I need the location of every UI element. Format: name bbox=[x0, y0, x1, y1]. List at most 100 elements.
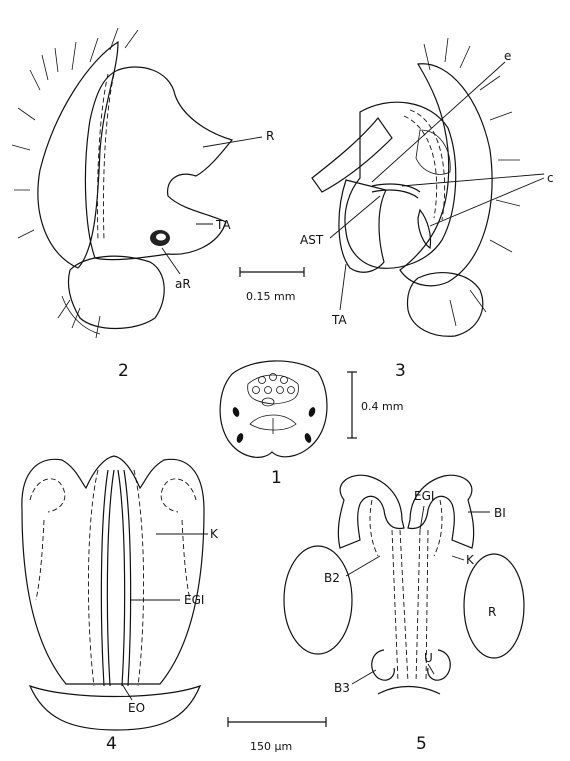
figure-4: K EGI EO 4 bbox=[21, 455, 219, 754]
fig5-duct-1 bbox=[399, 529, 409, 683]
fig5-label-B2: B2 bbox=[324, 571, 340, 585]
fig5-U-structure bbox=[427, 649, 451, 681]
fig4-dash-l bbox=[35, 519, 45, 601]
fig5-duct-2 bbox=[391, 529, 399, 683]
fig3-bulb bbox=[344, 101, 457, 269]
fig5-label-U: U bbox=[424, 651, 433, 665]
fig3-setae bbox=[423, 37, 521, 327]
fig1-eye bbox=[258, 376, 266, 384]
fig2-apophysis-aR-hole bbox=[156, 233, 166, 241]
fig1-eye bbox=[261, 397, 275, 407]
fig5-leader-U bbox=[427, 663, 435, 675]
fig3-label-TA: TA bbox=[331, 313, 347, 327]
fig4-dash-duct-r bbox=[133, 469, 145, 687]
fig5-label-EGI: EGI bbox=[414, 489, 434, 503]
fig4-lobe-left bbox=[29, 478, 66, 513]
fig3-duct-2 bbox=[403, 115, 438, 219]
fig3-leader-c2 bbox=[429, 177, 545, 227]
fig4-duct-r2 bbox=[123, 469, 132, 687]
fig5-leader-EGI bbox=[419, 505, 425, 531]
scale-bar-fig2-3: 0.15 mm bbox=[239, 267, 305, 303]
fig3-label-e: e bbox=[504, 49, 511, 63]
fig1-eye bbox=[276, 386, 284, 394]
fig1-eye bbox=[280, 376, 288, 384]
fig5-loop-right bbox=[407, 474, 475, 549]
figure-1: 1 bbox=[219, 360, 328, 488]
fig4-label-K: K bbox=[210, 527, 219, 541]
fig2-label-aR: aR bbox=[175, 277, 191, 291]
scale-label-150um: 150 µm bbox=[250, 740, 292, 753]
fig5-leader-B2 bbox=[345, 555, 381, 577]
fig5-spermatheca-R bbox=[463, 553, 525, 659]
figure-5: EGI BI B2 K R B3 U 5 bbox=[283, 474, 525, 754]
fig2-leader-aR bbox=[161, 247, 181, 275]
fig2-leader-R bbox=[202, 136, 263, 148]
fig1-eye-region bbox=[247, 374, 299, 405]
scale-label-015mm: 0.15 mm bbox=[246, 290, 295, 303]
fig1-carapace bbox=[219, 360, 328, 458]
fig5-label-R: R bbox=[488, 605, 496, 619]
fig4-label-EO: EO bbox=[128, 701, 145, 715]
fig4-lobe-right bbox=[160, 478, 197, 513]
fig1-eye bbox=[287, 386, 295, 394]
fig4-duct-l1 bbox=[100, 469, 109, 687]
fig5-duct-3 bbox=[415, 529, 421, 683]
fig4-duct-l2 bbox=[106, 469, 115, 687]
scale-bar-fig1: 0.4 mm bbox=[347, 371, 403, 439]
fig5-dash-r bbox=[433, 499, 443, 557]
fig2-number: 2 bbox=[118, 361, 129, 381]
fig4-label-EGI: EGI bbox=[184, 593, 204, 607]
fig3-process-R bbox=[311, 117, 393, 193]
fig4-plate bbox=[28, 684, 202, 731]
fig3-leader-TA bbox=[339, 263, 347, 311]
fig3-label-c: c bbox=[547, 171, 554, 185]
fig5-label-BI: BI bbox=[494, 506, 506, 520]
fig4-duct-r1 bbox=[117, 469, 126, 687]
fig4-dash-duct-l bbox=[87, 469, 99, 687]
fig4-number: 4 bbox=[106, 734, 117, 754]
fig5-base bbox=[377, 685, 441, 695]
fig3-duct bbox=[409, 109, 446, 221]
fig1-spot bbox=[308, 407, 316, 417]
fig2-cymbium bbox=[37, 40, 119, 269]
fig5-leader-B3 bbox=[351, 669, 377, 685]
fig2-label-TA: TA bbox=[215, 218, 231, 232]
figure-2: R TA aR 2 bbox=[11, 27, 274, 381]
fig3-conductor bbox=[371, 183, 421, 193]
fig3-conductor-2 bbox=[371, 189, 419, 199]
fig2-tibia bbox=[67, 255, 165, 330]
fig1-eye bbox=[252, 386, 260, 394]
fig4-dash-r bbox=[181, 519, 191, 601]
fig5-number: 5 bbox=[416, 734, 427, 754]
fig5-leader-K bbox=[451, 555, 465, 561]
fig1-spot bbox=[236, 433, 244, 443]
fig3-tegular-apophysis bbox=[338, 179, 387, 273]
fig3-label-AST: AST bbox=[300, 233, 324, 247]
fig5-dash-l bbox=[369, 499, 379, 557]
fig3-number: 3 bbox=[395, 361, 406, 381]
fig2-bulb bbox=[84, 66, 234, 261]
fig3-leader-c1 bbox=[401, 173, 545, 187]
fig5-label-B3: B3 bbox=[334, 681, 350, 695]
fig4-leader-EO bbox=[121, 683, 133, 701]
fig1-spot bbox=[304, 433, 312, 443]
fig1-eye bbox=[269, 373, 277, 381]
fig2-label-R: R bbox=[266, 129, 274, 143]
fig2-embolus-duct-2 bbox=[103, 73, 115, 241]
fig2-embolus-duct bbox=[97, 73, 109, 241]
fig5-loop-left bbox=[337, 474, 405, 549]
fig1-number: 1 bbox=[271, 468, 282, 488]
figure-3: e c AST TA 3 bbox=[300, 37, 554, 381]
fig5-spermatheca-left bbox=[283, 545, 353, 655]
fig5-B3-structure bbox=[371, 649, 395, 681]
fig4-outline bbox=[21, 455, 205, 685]
fig5-duct-4 bbox=[425, 529, 429, 683]
fig1-eye bbox=[264, 386, 272, 394]
fig3-cymbium bbox=[399, 63, 493, 287]
fig2-tibia-edge bbox=[61, 295, 101, 335]
fig1-fovea-patch bbox=[249, 414, 297, 431]
fig2-setae bbox=[11, 27, 139, 339]
fig1-spot bbox=[232, 407, 240, 417]
